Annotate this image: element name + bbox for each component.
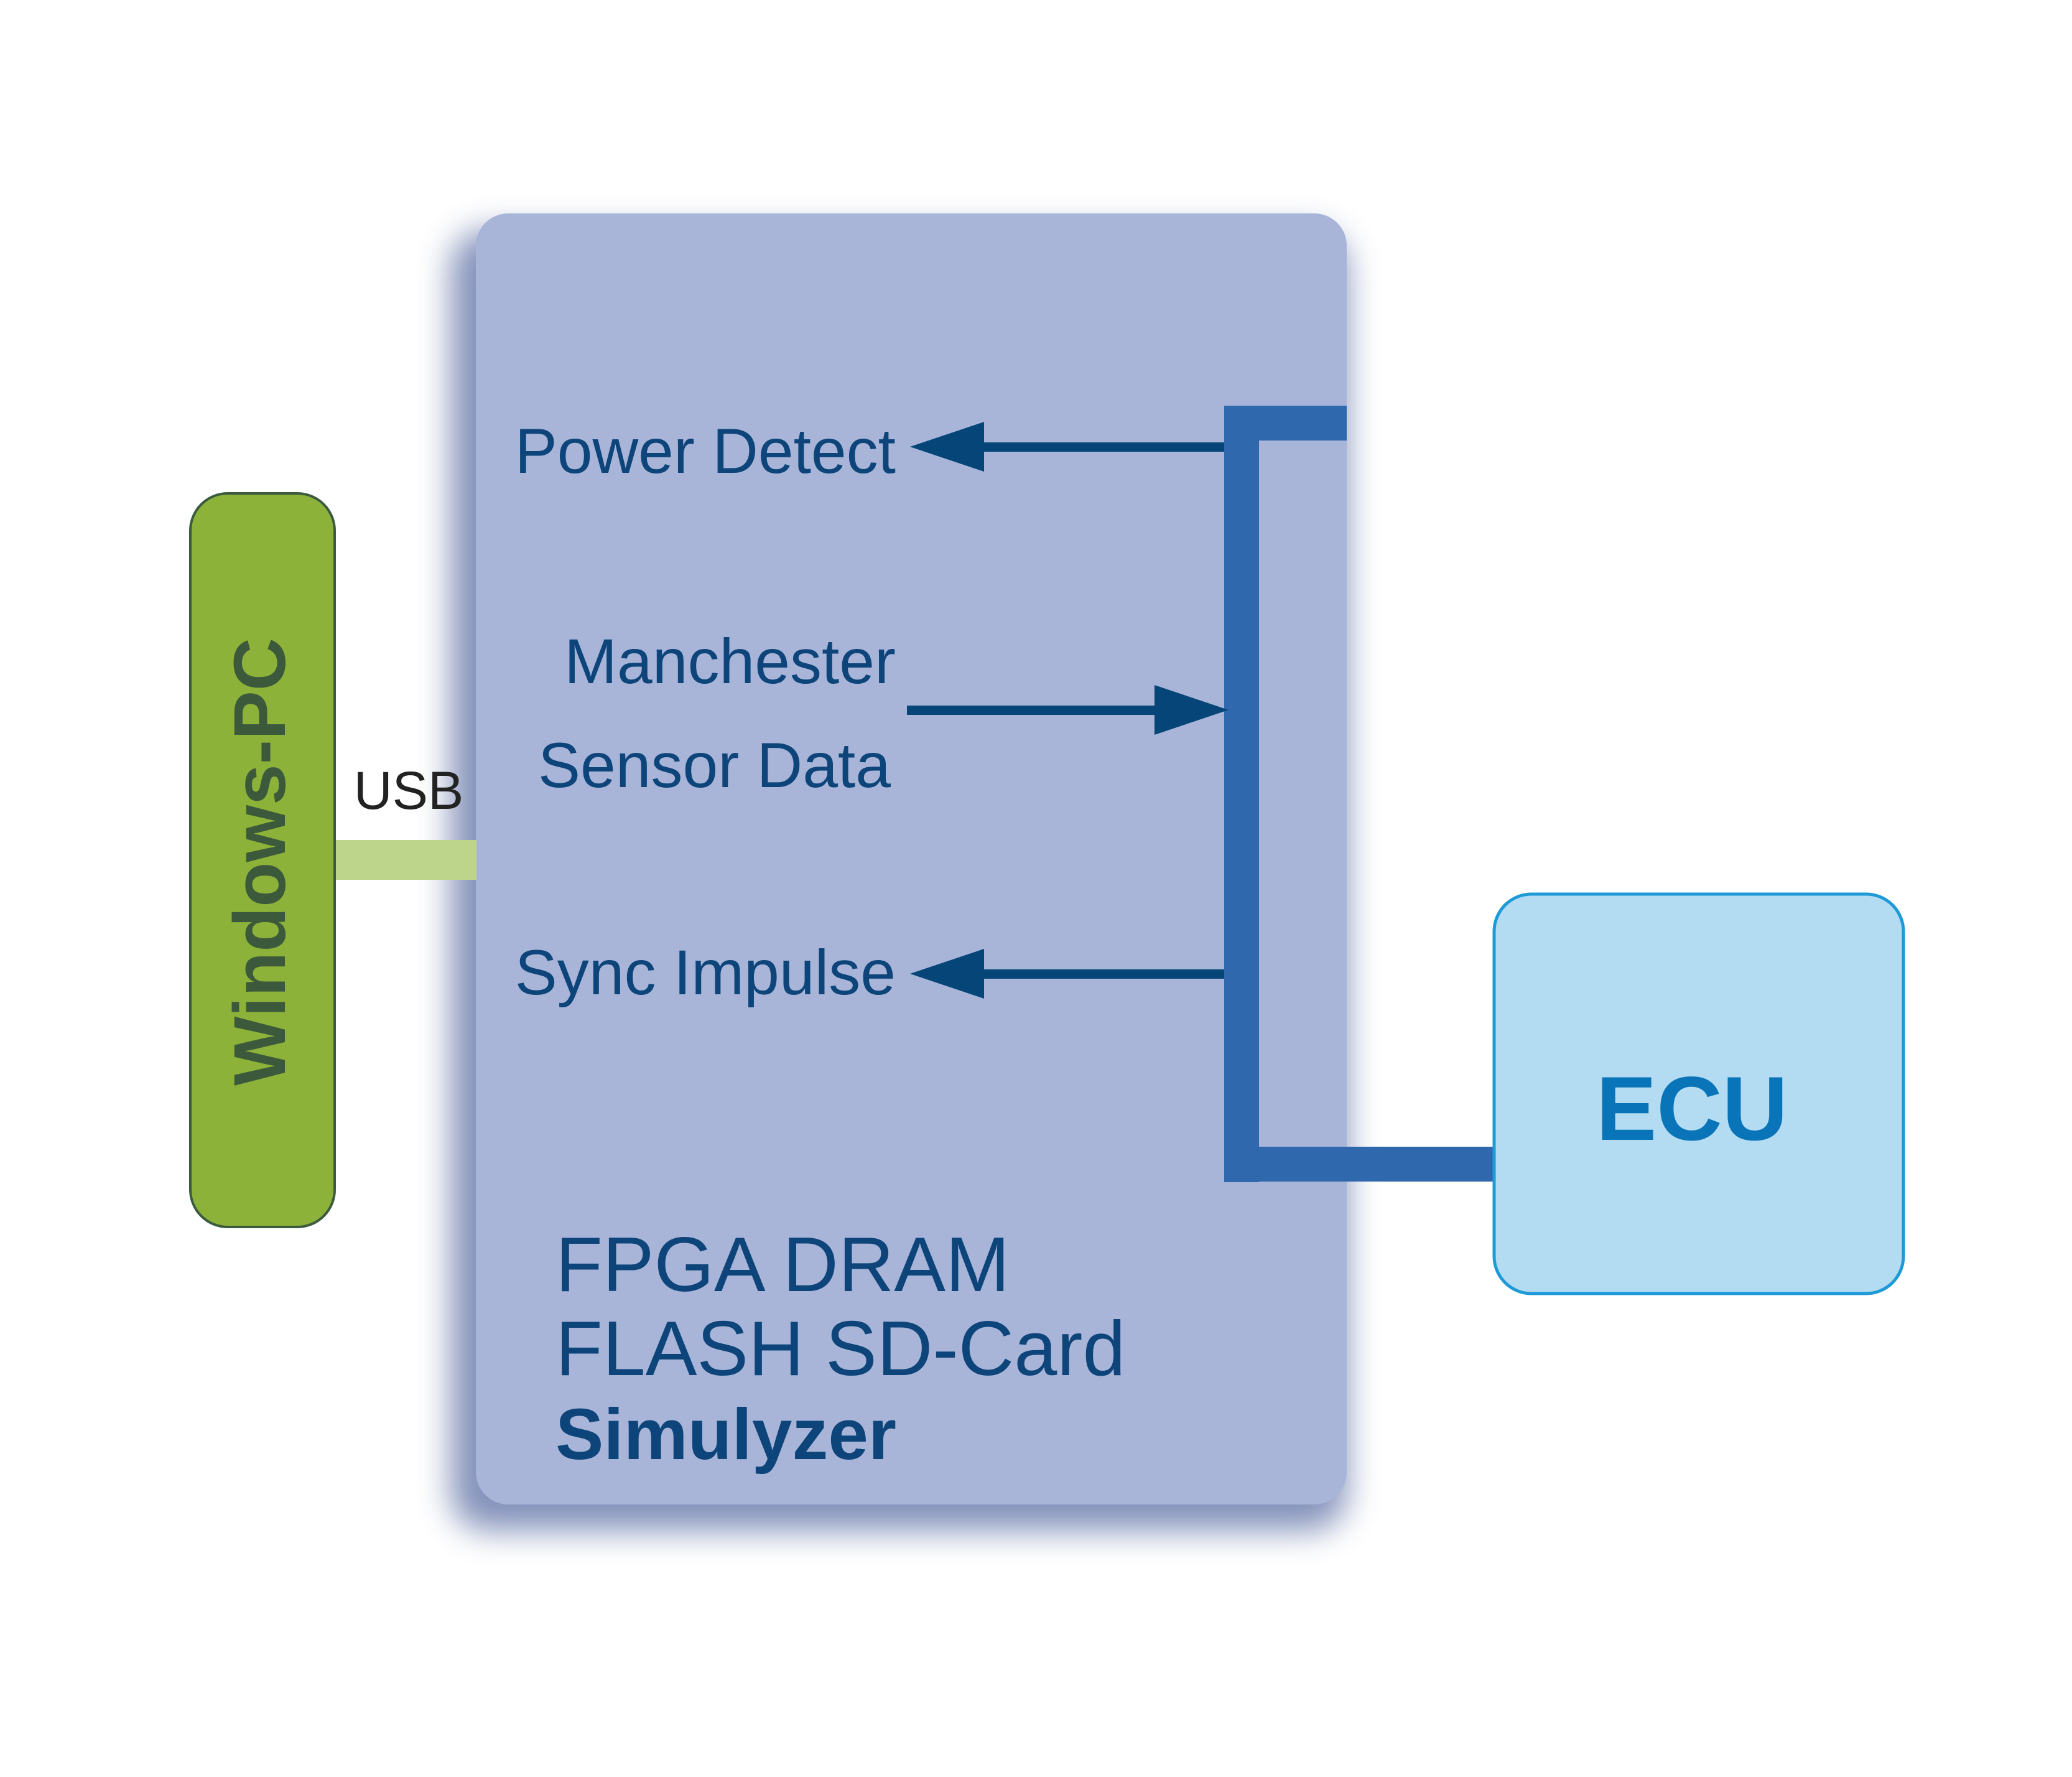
usb-label: USB: [354, 761, 464, 821]
usb-link: [336, 840, 476, 880]
product-name: Simulyzer: [555, 1394, 896, 1475]
components-line-2: FLASH SD-Card: [555, 1306, 1125, 1392]
simulyzer-board: [476, 213, 1347, 1504]
windows-pc-label: Windows-PC: [219, 638, 301, 1086]
sensor-data-label: Sensor Data: [538, 730, 891, 801]
signal-bus: [1224, 406, 1494, 1182]
manchester-label: Manchester: [564, 626, 896, 697]
power-detect-label: Power Detect: [515, 416, 896, 487]
sync-impulse-label: Sync Impulse: [515, 937, 896, 1008]
sync-impulse-arrow: [910, 949, 1224, 999]
ecu-box: [1492, 892, 1905, 1295]
manchester-arrow: [907, 685, 1229, 735]
components-line-1: FPGA DRAM: [555, 1222, 1010, 1308]
windows-pc-box: [189, 492, 336, 1228]
power-detect-arrow: [910, 422, 1224, 472]
ecu-label: ECU: [1596, 1058, 1788, 1159]
